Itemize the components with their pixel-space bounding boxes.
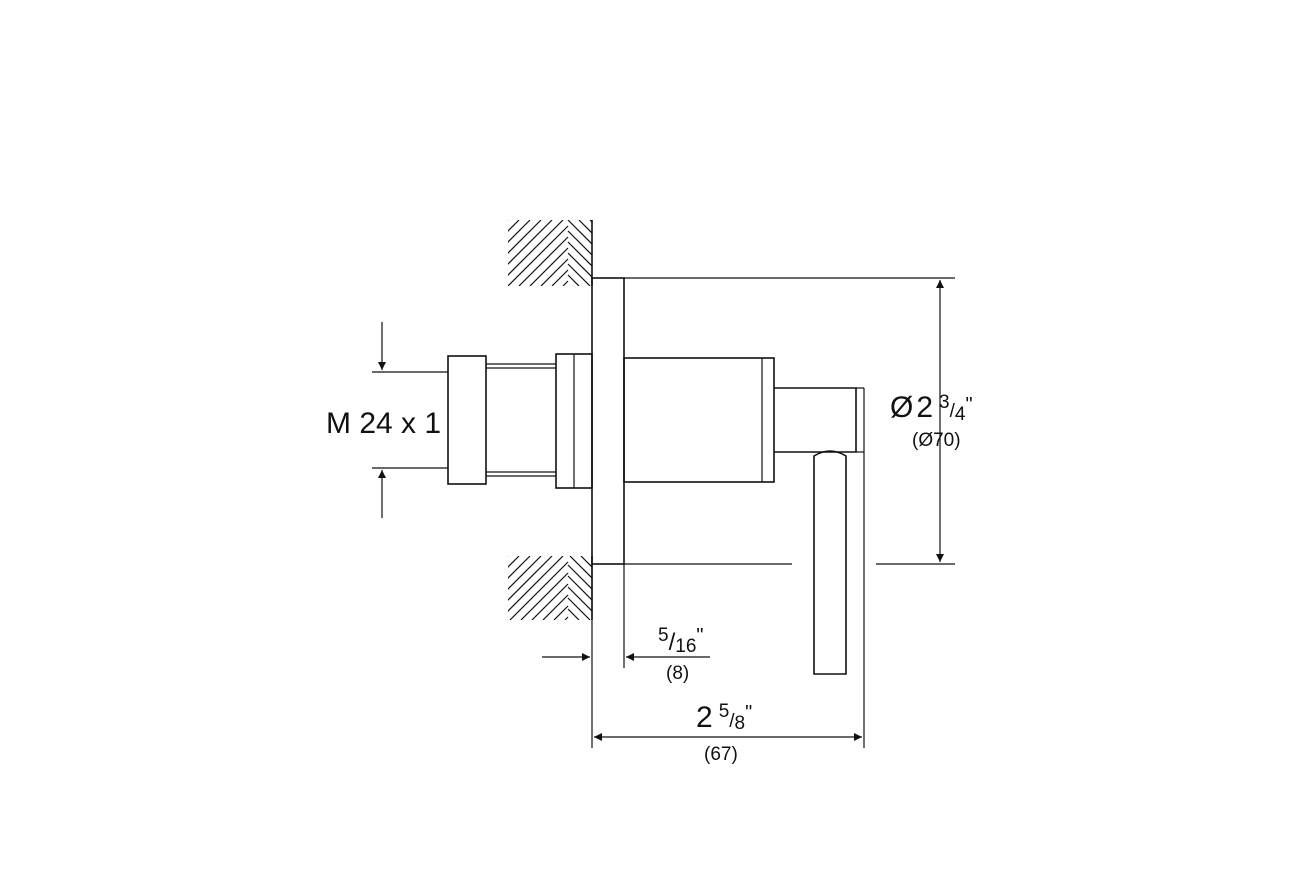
projection-whole: 2 <box>696 701 713 734</box>
plate-thickness-label: 5/16" <box>658 625 704 657</box>
thread-connector <box>447 353 593 489</box>
hatch-line <box>540 258 569 286</box>
plate-den: 16 <box>675 636 696 657</box>
diameter-inch: " <box>965 394 972 416</box>
diameter-dimension <box>624 277 955 565</box>
hatch-line <box>567 586 592 612</box>
hatch-line <box>531 583 569 620</box>
hatch-line <box>562 280 569 286</box>
hatch-line <box>567 274 580 286</box>
hatch-line <box>567 220 592 245</box>
plate-thickness-metric: (8) <box>666 663 689 684</box>
hatch-line <box>569 556 592 579</box>
wall-plate <box>591 277 625 565</box>
valve-body <box>623 357 775 483</box>
hatch-line <box>567 575 592 601</box>
hatch-line <box>508 556 509 557</box>
hatch-line <box>508 220 553 265</box>
hatch-line <box>553 605 569 620</box>
hatch-line <box>564 616 569 620</box>
hatch-line <box>508 556 553 601</box>
projection-slash: / <box>729 711 735 732</box>
diameter-slash: / <box>950 401 956 422</box>
diameter-whole: 2 <box>916 391 933 424</box>
lever-handle <box>774 387 865 675</box>
hatch-line <box>589 220 592 223</box>
thread-label: M 24 x 1 <box>326 407 441 440</box>
hatch-line <box>508 556 531 579</box>
hatch-line <box>509 561 569 620</box>
diameter-den: 4 <box>955 404 966 425</box>
hatch-line <box>567 608 580 620</box>
hatch-line <box>508 220 531 243</box>
projection-dimension <box>594 452 865 748</box>
projection-metric: (67) <box>704 744 738 765</box>
hatch-line <box>567 230 592 256</box>
hatch-line <box>567 564 592 590</box>
projection-num: 5 <box>719 701 730 722</box>
hatch-line <box>508 225 569 286</box>
plate-slash: / <box>669 629 676 656</box>
hatch-line <box>567 252 592 278</box>
hatch-line <box>520 572 569 620</box>
diameter-symbol: Ø <box>890 391 913 424</box>
hatch-line <box>508 556 520 568</box>
projection-den: 8 <box>735 713 746 734</box>
hatch-line <box>567 597 591 620</box>
hatch-line <box>508 556 542 590</box>
plate-thickness-dimension <box>542 564 710 748</box>
hatch-line <box>542 594 569 620</box>
hatch-line <box>508 220 564 276</box>
hatch-line <box>508 220 509 221</box>
hatch-line <box>567 241 592 267</box>
plate-inch: " <box>696 625 703 647</box>
wall-section-top <box>508 220 593 286</box>
thread-dimension <box>372 322 448 518</box>
hatch-line <box>551 269 569 286</box>
hatch-line <box>567 263 591 286</box>
diameter-metric: (Ø70) <box>912 430 961 451</box>
projection-inch: " <box>745 702 752 724</box>
hatch-line <box>578 220 592 234</box>
hatch-line <box>508 220 520 232</box>
hatch-line <box>529 247 569 286</box>
hatch-line <box>508 220 542 254</box>
diameter-num: 3 <box>939 392 950 413</box>
plate-num: 5 <box>658 625 669 646</box>
hatch-line <box>508 556 564 612</box>
hatch-line <box>518 236 569 286</box>
